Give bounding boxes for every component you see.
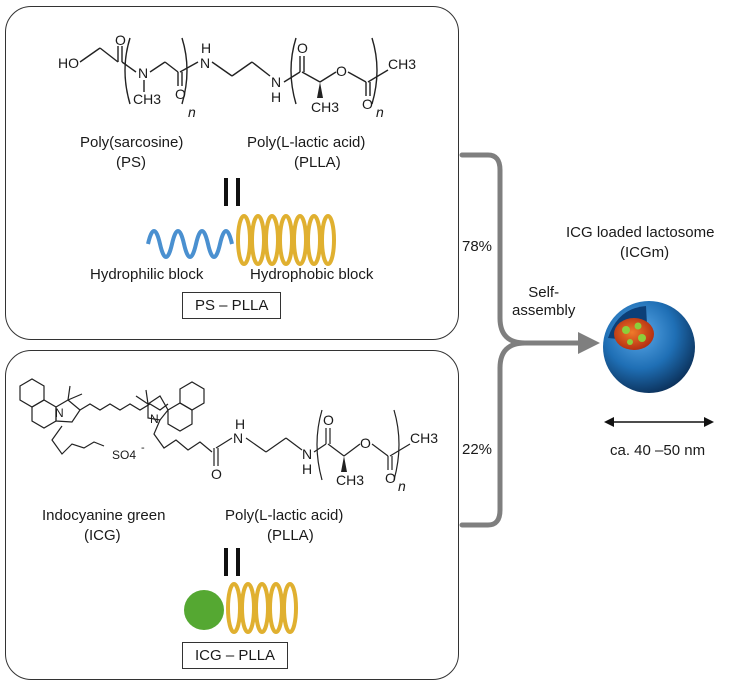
lactosome-sphere [603,301,695,393]
atom-o: O [211,466,222,482]
atom-n: N [271,74,282,90]
product-title: ICG loaded lactosome [566,224,715,241]
subscript-n: n [188,104,196,120]
atom-h: H [201,40,212,56]
atom-ch3: CH3 [410,430,439,446]
plla-name: Poly(L-lactic acid) [225,507,344,524]
hydrophilic-coil [146,229,234,259]
product-abbr: (ICGm) [620,244,670,261]
atom-h: H [302,461,313,477]
icg-plla-label-box: ICG – PLLA [182,642,289,669]
atom-o: O [336,63,347,79]
atom-n: N [200,55,211,71]
equivalence-mark [224,548,240,576]
plla-name: Poly(L-lactic acid) [247,134,366,151]
icg-abbr: (ICG) [84,527,121,544]
atom-n: N [302,446,313,462]
self-assembly-label: Self- assembly [512,284,576,319]
equivalence-mark [224,178,240,206]
icg-name: Indocyanine green [42,507,166,524]
atom-o: O [362,96,373,112]
percent-bottom: 22% [462,441,493,458]
atom-ch3: CH3 [311,99,340,115]
size-arrow [604,417,714,427]
percent-top: 78% [462,238,493,255]
icg-plla-panel [5,350,459,680]
hydrophobic-label: Hydrophobic block [250,266,374,283]
size-label: ca. 40 –50 nm [610,442,706,459]
atom-so4: SO4 [112,448,137,462]
atom-o: O [115,32,126,48]
atom-h: H [271,89,282,105]
atom-o: O [323,412,334,428]
hydrophobic-helix [226,582,298,634]
plla-abbr: (PLLA) [294,154,341,171]
icg-plla-structure [19,378,411,481]
ps-name: Poly(sarcosine) [80,134,184,151]
icg-plla-graphic [184,582,298,634]
plla-abbr: (PLLA) [267,527,314,544]
atom-ho: HO [58,55,79,71]
ps-abbr: (PS) [116,154,146,171]
so4-charge: - [141,442,145,454]
atom-ch3: CH3 [133,91,162,107]
atom-n: N [138,65,149,81]
subscript-n: n [376,104,384,120]
ps-plla-coil-graphic [146,214,336,266]
arrowhead [578,332,600,354]
atom-o: O [297,40,308,56]
atom-o: O [175,86,186,102]
ps-plla-label-box: PS – PLLA [182,292,282,319]
icg-sphere [184,590,224,630]
atom-ch3: CH3 [336,472,365,488]
atom-n: N [150,412,159,426]
atom-o: O [385,470,396,486]
ps-plla-structure [79,37,389,105]
subscript-n: n [398,478,406,494]
atom-n: N [55,406,64,420]
atom-h: H [235,416,246,432]
atom-o: O [360,435,371,451]
atom-n: N [233,430,244,446]
atom-ch3: CH3 [388,56,417,72]
hydrophobic-helix [236,214,336,266]
hydrophilic-label: Hydrophilic block [90,266,204,283]
lactosome-core [614,318,654,350]
